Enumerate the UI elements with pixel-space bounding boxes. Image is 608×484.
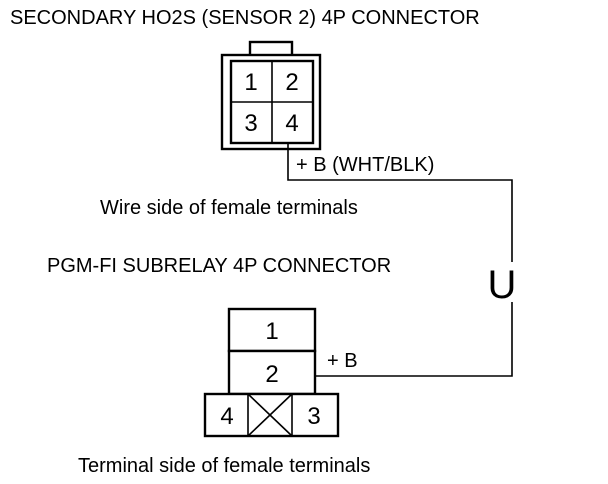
subrelay-wire-label: + B [327, 350, 358, 372]
subrelay-view-label: Terminal side of female terminals [78, 455, 370, 477]
secondary-pin-1: 1 [244, 69, 257, 96]
subrelay-pin-2: 2 [265, 361, 278, 388]
secondary-connector: 1 2 3 4 [220, 40, 322, 151]
secondary-connector-title: SECONDARY HO2S (SENSOR 2) 4P CONNECTOR [10, 7, 480, 29]
subrelay-pin-3: 3 [307, 403, 320, 430]
secondary-pin-3: 3 [244, 110, 257, 137]
secondary-view-label: Wire side of female terminals [100, 197, 358, 219]
secondary-wire-label: + B (WHT/BLK) [296, 154, 434, 176]
secondary-pin-4: 4 [285, 110, 298, 137]
subrelay-connector-title: PGM-FI SUBRELAY 4P CONNECTOR [47, 255, 391, 277]
subrelay-pin-4: 4 [220, 403, 233, 430]
subrelay-pin-1: 1 [265, 318, 278, 345]
subrelay-wire [315, 302, 513, 377]
secondary-pin-2: 2 [285, 69, 298, 96]
meter-symbol: U [488, 263, 517, 307]
secondary-wire [287, 143, 513, 262]
subrelay-connector: 1 2 3 4 [203, 307, 340, 438]
subrelay-pin-1-cell [227, 307, 317, 353]
subrelay-lower-row [203, 392, 340, 438]
